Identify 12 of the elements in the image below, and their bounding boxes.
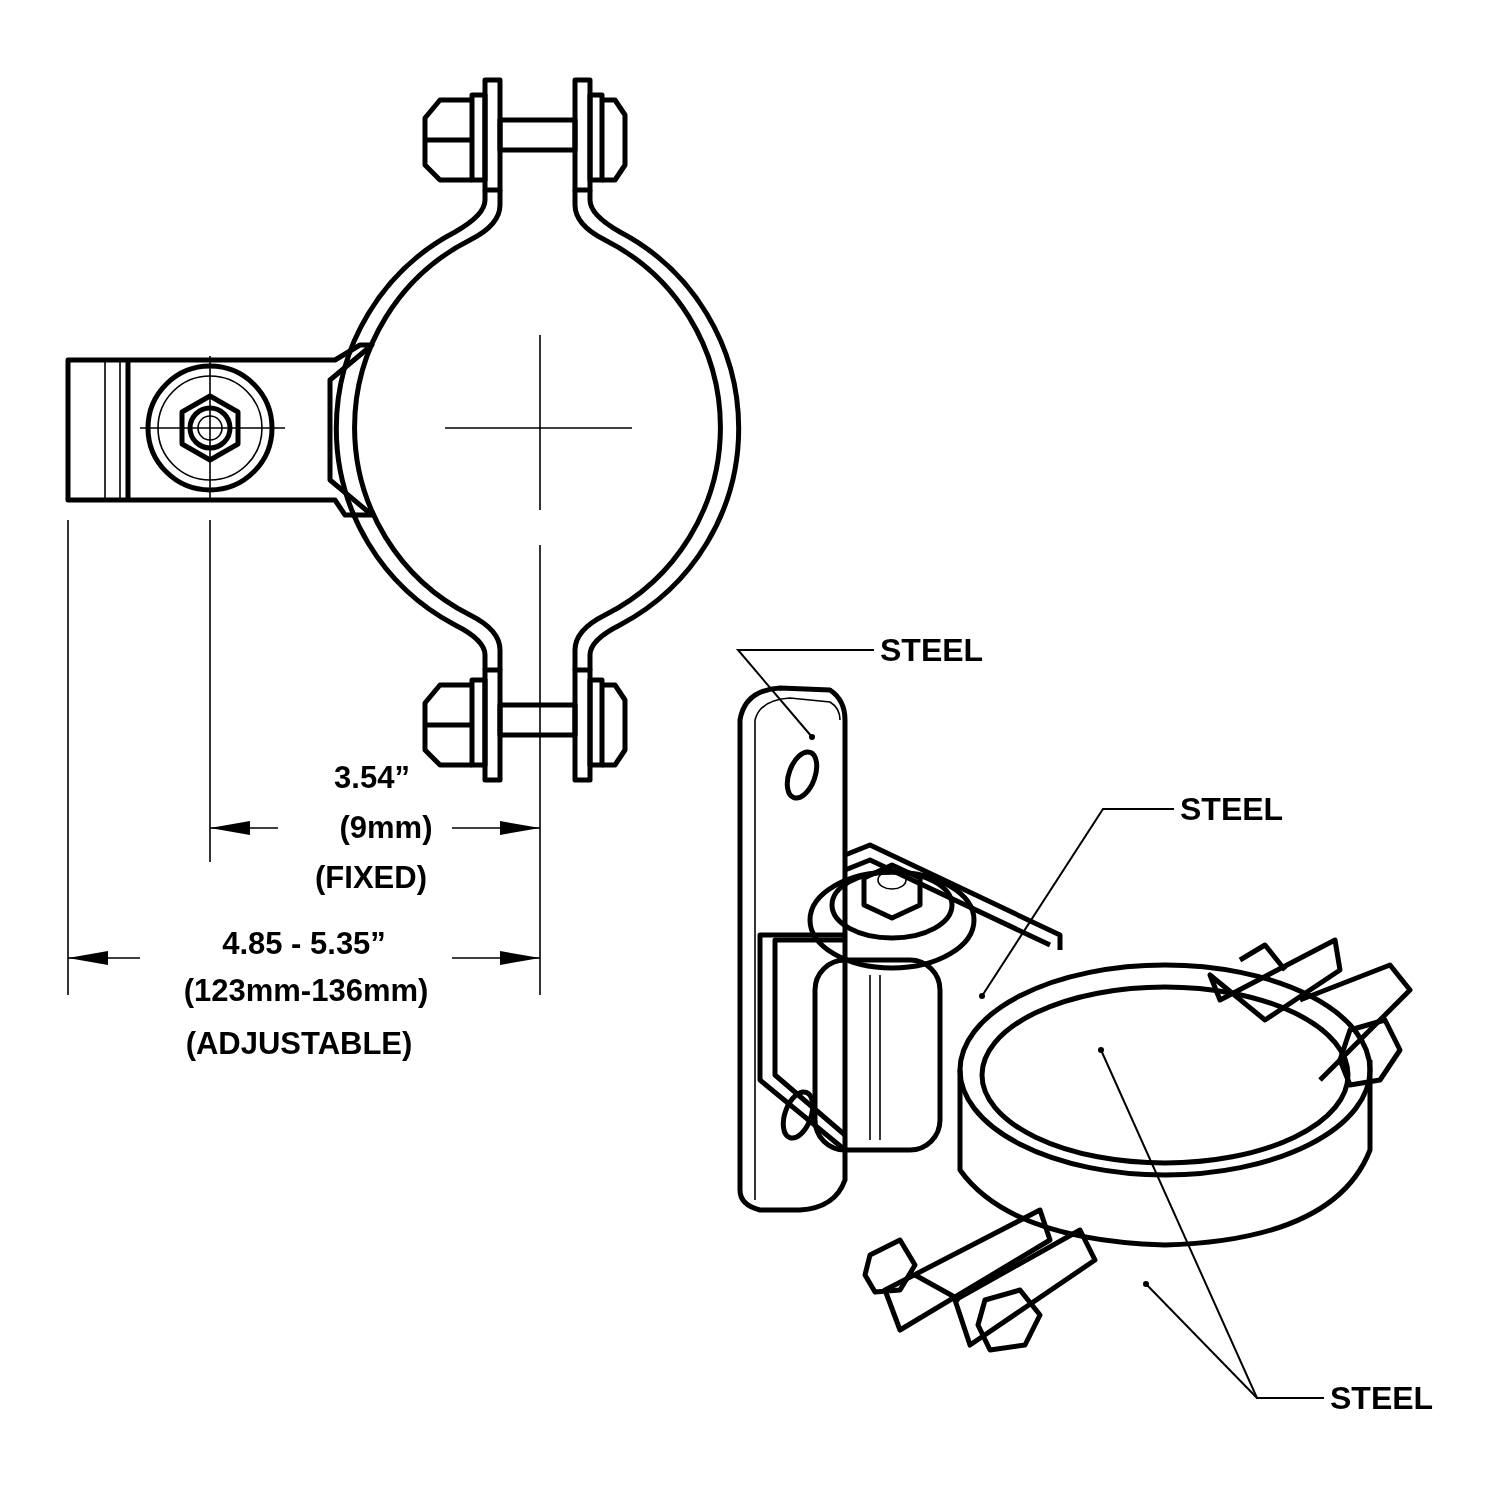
dimension-text: (123mm-136mm) [183,975,429,1006]
leader-line [979,808,1175,999]
dimension-text: (9mm) [339,812,433,843]
part-label: STEEL [880,634,984,666]
part-label: STEEL [1330,1382,1434,1414]
part-label: STEEL [1180,793,1284,825]
dimension-text: 3.54” [334,762,410,793]
leader-line [1143,1281,1325,1399]
dimension-text: (ADJUSTABLE) [185,1028,413,1059]
leader-line [735,649,875,740]
dimension-text: (FIXED) [315,862,427,893]
dimension-text: 4.85 - 5.35” [222,928,386,959]
